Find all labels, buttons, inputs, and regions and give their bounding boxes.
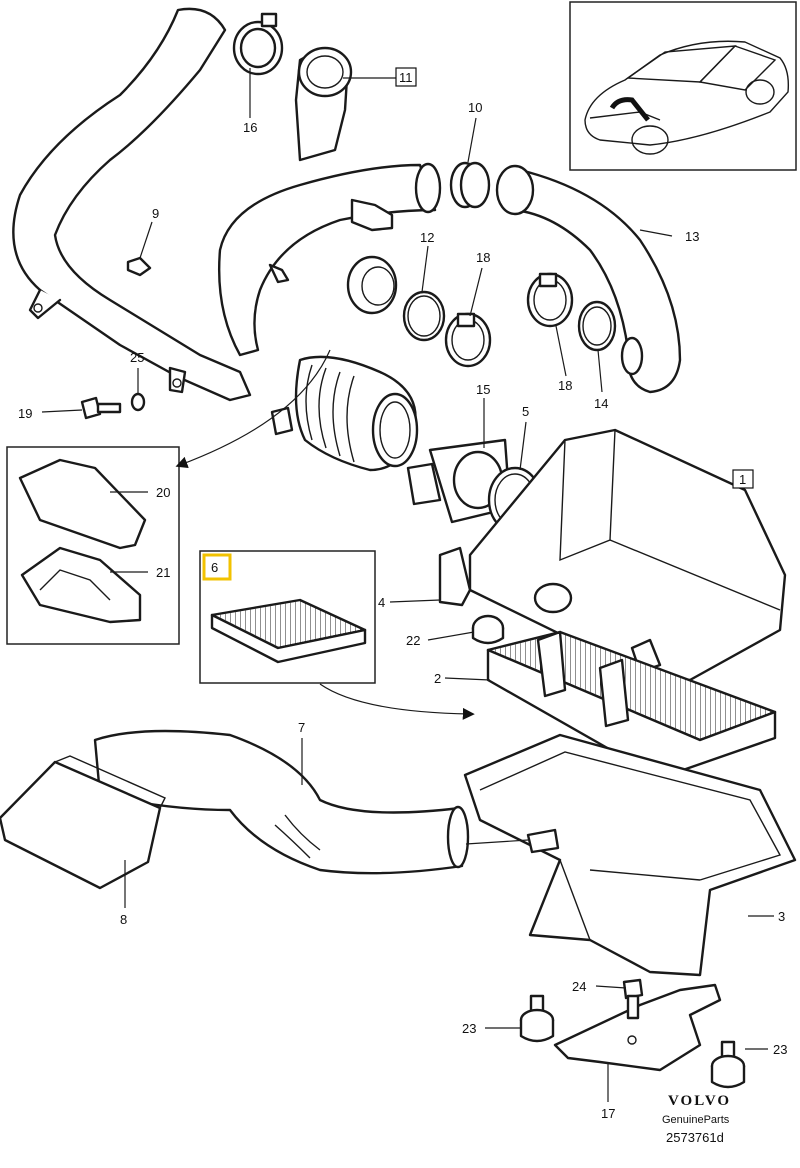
- bolt-24: [622, 978, 644, 1020]
- filter-element-inset-box: [199, 550, 376, 684]
- callout-4: 4: [378, 595, 385, 610]
- callout-24: 24: [572, 979, 586, 994]
- callout-6: 6: [211, 560, 218, 575]
- air-filter-housing-3: [463, 733, 797, 977]
- callout-8: 8: [120, 912, 127, 927]
- air-tube-11: [294, 46, 353, 162]
- charge-air-hose-13: [495, 164, 682, 394]
- bellows-hose: [270, 355, 419, 472]
- callout-19: 19: [18, 406, 32, 421]
- cap-22: [471, 614, 505, 645]
- callout-18-left: 18: [476, 250, 490, 265]
- callout-21: 21: [156, 565, 170, 580]
- callout-18-right: 18: [558, 378, 572, 393]
- callout-23-right: 23: [773, 1042, 787, 1057]
- hose-clamp-18-left: [444, 312, 492, 368]
- washer-25: [130, 392, 146, 412]
- rubber-mount-23-right: [710, 1040, 746, 1089]
- callout-12: 12: [420, 230, 434, 245]
- callout-5: 5: [522, 404, 529, 419]
- vehicle-location-inset: [569, 1, 797, 171]
- bracket-4: [438, 546, 472, 607]
- intake-duct-7: [93, 729, 470, 875]
- air-scoop-8: [0, 755, 166, 890]
- charge-air-pipe-9: [12, 7, 252, 402]
- mass-air-flow-housing: [346, 255, 398, 315]
- callout-23-left: 23: [462, 1021, 476, 1036]
- callout-15: 15: [476, 382, 490, 397]
- air-filter-element-2: [486, 630, 777, 780]
- hose-clamp-18-right: [526, 272, 574, 328]
- callout-labels: 16 11 10 13 9 12 18 18 14 25 19 15 5 1 2…: [18, 70, 787, 1121]
- mounting-bracket-17: [553, 983, 722, 1072]
- callout-1: 1: [739, 472, 746, 487]
- leader-lines: [41, 68, 774, 1102]
- coupling-ring-10: [449, 161, 491, 209]
- hose-clamp-16: [232, 12, 284, 76]
- callout-17: 17: [601, 1106, 615, 1121]
- bolt-19: [80, 396, 122, 420]
- callout-13: 13: [685, 229, 699, 244]
- brand-subtitle: GenuineParts: [662, 1114, 730, 1126]
- callout-9: 9: [152, 206, 159, 221]
- callout-7: 7: [298, 720, 305, 735]
- intake-pipe: [217, 162, 442, 357]
- callout-25: 25: [130, 350, 144, 365]
- o-ring-12: [402, 290, 446, 342]
- cover-inset-box: [6, 446, 180, 645]
- rubber-mount-23-left: [519, 994, 555, 1043]
- callout-20: 20: [156, 485, 170, 500]
- brand-logo-text: VOLVO: [668, 1093, 731, 1109]
- o-ring-14: [577, 300, 617, 352]
- diagram-reference-number: 2573761d: [666, 1130, 724, 1145]
- callout-22: 22: [406, 633, 420, 648]
- callout-10: 10: [468, 100, 482, 115]
- callout-11: 11: [399, 70, 413, 85]
- callout-16: 16: [243, 120, 257, 135]
- callout-14: 14: [594, 396, 608, 411]
- footer-branding: VOLVO GenuineParts 2573761d: [662, 1093, 731, 1145]
- callout-2: 2: [434, 671, 441, 686]
- callout-3: 3: [778, 909, 785, 924]
